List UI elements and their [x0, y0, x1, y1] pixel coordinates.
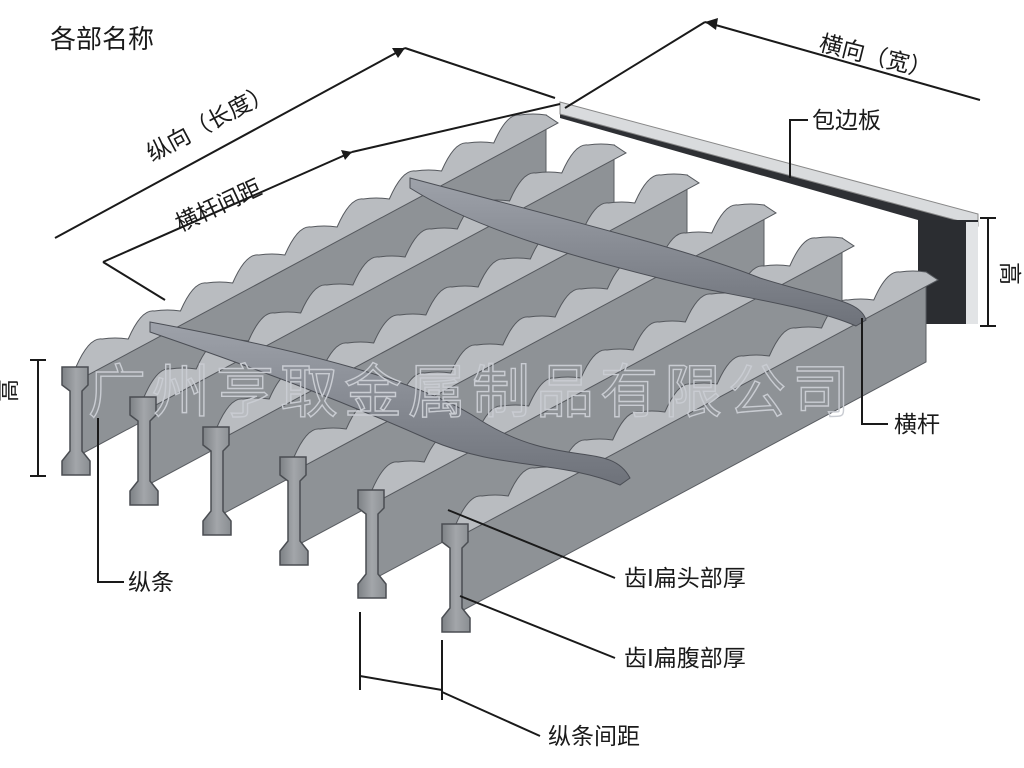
- label-edge-plate: 包边板: [812, 108, 881, 134]
- bearing-bar-end-profile: [441, 523, 471, 633]
- bearing-bar-teeth: [61, 113, 559, 376]
- label-tooth-web-thickness: 齿Ⅰ扁腹部厚: [624, 646, 746, 672]
- label-tooth-head-thickness: 齿Ⅰ扁头部厚: [624, 566, 746, 592]
- label-transverse-width: 横向（宽）: [817, 31, 935, 84]
- label-crossbar-spacing: 横杆间距: [172, 175, 266, 237]
- bearing-bar-end-profile: [279, 456, 309, 566]
- crossbar-front: [149, 321, 631, 486]
- crossbars: [149, 177, 867, 486]
- dimension-lines: [30, 18, 996, 737]
- label-height-right: 高: [996, 262, 1022, 285]
- label-bearing-bar: 纵条: [128, 570, 174, 596]
- edge-plate: [559, 101, 979, 324]
- label-crossbar: 横杆: [894, 412, 940, 438]
- label-bearing-bar-spacing: 纵条间距: [548, 724, 640, 750]
- diagram-title: 各部名称: [50, 25, 154, 55]
- bearing-bar-end-profile: [357, 489, 387, 599]
- label-height-left: 高: [0, 379, 22, 402]
- bearing-bar-end-profile: [202, 426, 232, 536]
- watermark: 广州亨取金属制品有限公司: [88, 358, 856, 426]
- bearing-bar-end-profile: [129, 396, 159, 506]
- bearing-bar-end-profile: [61, 366, 91, 476]
